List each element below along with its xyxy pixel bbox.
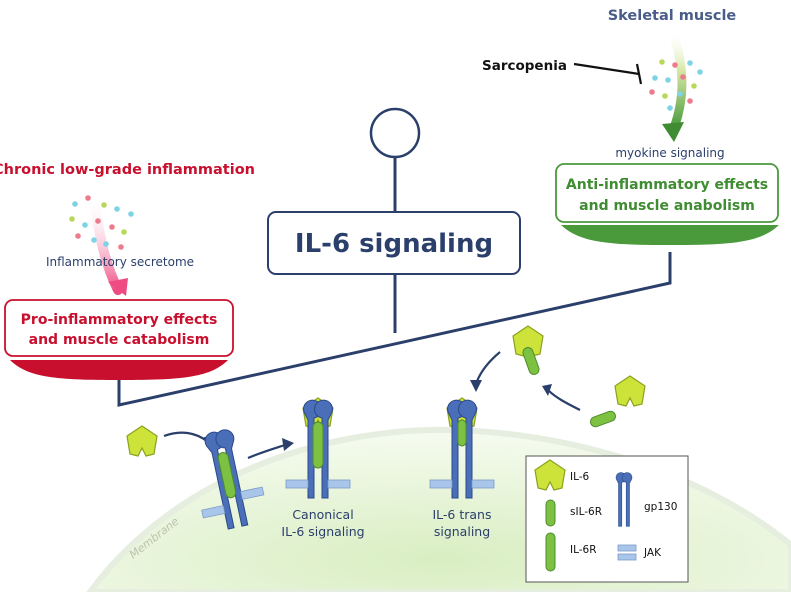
canonical-receptor: [285, 397, 351, 499]
canonical-label-line2: IL-6 signaling: [281, 524, 364, 539]
legend-sil6r-icon: [545, 499, 556, 527]
right-effects-line2: and muscle anabolism: [579, 198, 755, 214]
trans-label-line1: IL-6 trans: [432, 507, 491, 522]
legend-gp130-label: gp130: [644, 501, 677, 513]
trans-receptor: [429, 397, 495, 499]
legend-jak-icon-a: [617, 544, 637, 552]
balance-knob-circle: [369, 107, 421, 159]
sarcopenia-inhibition-line: [573, 62, 640, 76]
legend-il6r-label: IL-6R: [570, 544, 597, 556]
right-effects-box: [555, 163, 779, 223]
il6-title: IL-6 signaling: [295, 229, 493, 259]
secretome-label: Inflammatory secretome: [46, 255, 194, 269]
seesaw-beam: [117, 252, 672, 407]
free-sil6r: [589, 410, 617, 428]
arrow-free-to-complex: [547, 389, 581, 411]
left-effects-box: [4, 299, 234, 357]
canonical-label-line1: Canonical: [292, 507, 353, 522]
right-effects-line1: Anti-inflammatory effects: [566, 177, 768, 193]
arrow-il6-to-receptor: [163, 431, 209, 443]
sil6r-complex: [512, 325, 544, 375]
myokine-dots: [649, 59, 703, 111]
right-pan: [561, 225, 779, 245]
myokine-label: myokine signaling: [615, 146, 724, 160]
inflammation-heading: Chronic low-grade inflammation: [0, 162, 255, 178]
arrow-sil6r-to-trans: [474, 351, 501, 385]
free-il6-right: [614, 375, 646, 407]
free-il6-left: [126, 425, 158, 457]
legend-jak-icon-b: [617, 553, 637, 561]
legend-il6r-icon: [545, 532, 556, 572]
left-pan: [10, 360, 228, 380]
trans-label-line2: signaling: [434, 524, 490, 539]
receptor-complex-1: [201, 427, 265, 531]
left-effects-line1: Pro-inflammatory effects: [21, 312, 218, 328]
legend-jak-label: JAK: [643, 547, 662, 559]
sarcopenia-label: Sarcopenia: [482, 58, 567, 74]
legend-il6-label: IL-6: [570, 471, 590, 483]
secretome-dots: [69, 195, 134, 250]
myokine-arrow: [667, 25, 687, 133]
left-effects-line2: and muscle catabolism: [29, 332, 210, 348]
legend-sil6r-label: sIL-6R: [570, 506, 602, 518]
skeletal-muscle-heading: Skeletal muscle: [608, 8, 737, 24]
